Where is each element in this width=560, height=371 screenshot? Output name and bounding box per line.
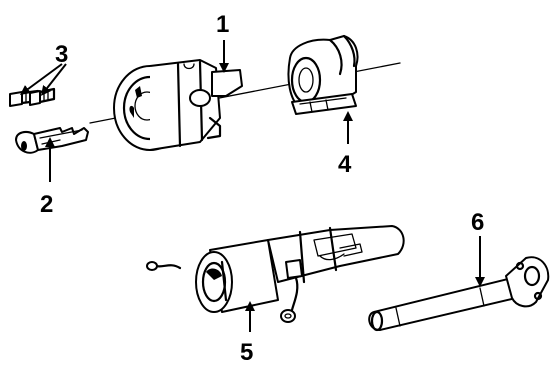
wire-left <box>154 264 182 270</box>
callout-4: 4 <box>338 151 352 178</box>
leader-3b <box>40 63 67 96</box>
part-1-lock-housing <box>113 59 243 151</box>
part-2-key <box>15 127 89 154</box>
callout-6: 6 <box>471 209 484 236</box>
callout-3: 3 <box>55 41 68 68</box>
callout-2: 2 <box>40 191 53 218</box>
part-3-screws <box>9 87 56 107</box>
leader-3a <box>19 63 63 95</box>
part-5-steering-column <box>146 225 405 323</box>
part-4-switch-housing <box>287 34 359 115</box>
callout-1: 1 <box>216 11 229 38</box>
screw-lower <box>29 87 56 106</box>
part-6-shaft <box>368 256 550 332</box>
callout-5: 5 <box>240 339 253 366</box>
wire-lower <box>290 276 299 312</box>
